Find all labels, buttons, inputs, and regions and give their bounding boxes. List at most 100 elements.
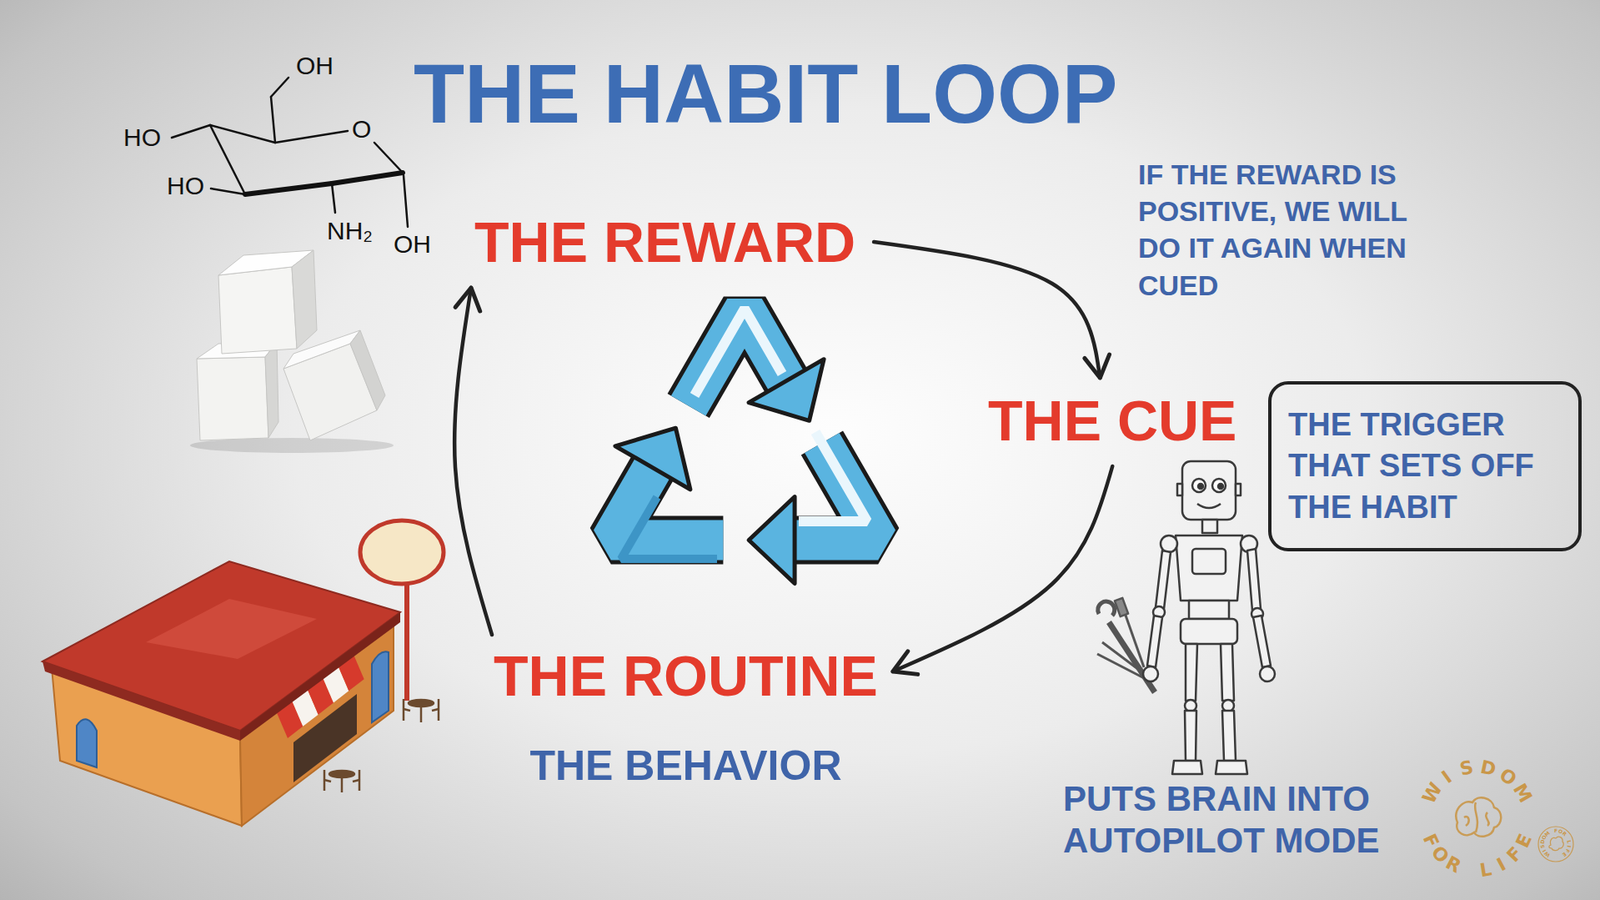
robot-figure: [1185, 643, 1198, 701]
cafe-building: [324, 698, 439, 793]
robot-tools: [1123, 610, 1144, 668]
glucosamine-structure: [374, 142, 403, 173]
robot-figure: [1197, 503, 1221, 508]
recycle-symbol: [694, 308, 783, 396]
sugar-cubes: [265, 341, 279, 438]
watermark-logo: [1549, 836, 1564, 850]
robot-figure: [1182, 461, 1236, 520]
cafe-building: [360, 520, 444, 584]
robot-figure: [1097, 461, 1275, 774]
robot-figure: [1222, 710, 1236, 761]
recycle-symbol: [798, 431, 868, 522]
cafe-building: [240, 611, 401, 741]
cafe-building: [420, 704, 423, 723]
step-description: THE BEHAVIOR: [493, 741, 878, 790]
cafe-building: [145, 598, 317, 659]
cafe-building: [76, 718, 97, 768]
recycle-symbol: [611, 308, 878, 584]
glucosamine-structure: [331, 172, 403, 184]
robot-figure: [1188, 600, 1229, 619]
sugar-cubes: [196, 356, 269, 441]
step-heading: THE REWARD: [474, 209, 856, 275]
cafe-building: [404, 583, 410, 701]
atom-label: OH: [393, 231, 432, 257]
sugar-cubes: [190, 437, 394, 453]
robot-figure: [1202, 519, 1218, 533]
robot-figure: [1218, 483, 1224, 489]
glucosamine-structure: [210, 125, 276, 143]
step-heading: THE CUE: [988, 387, 1237, 453]
recycle-symbol: [615, 359, 824, 584]
cafe-building: [42, 561, 401, 731]
watermark-letter: S: [1453, 754, 1481, 783]
robot-figure: [1180, 618, 1238, 644]
glucosamine-structure: [403, 175, 408, 227]
glucosamine-structure: [171, 77, 408, 227]
cycle-arrow: [892, 466, 1113, 672]
robot-figure: [1192, 478, 1206, 492]
cafe-building: [324, 779, 332, 782]
atom-label: O: [351, 116, 372, 142]
robot-tools: [1114, 597, 1129, 617]
trigger-box: THE TRIGGER THAT SETS OFF THE HABIT: [1268, 381, 1582, 552]
robot-figure: [1212, 478, 1226, 492]
robot-figure: [1143, 666, 1159, 682]
cafe-building: [403, 708, 411, 711]
robot-figure: [1147, 615, 1163, 668]
diagram-title: THE HABIT LOOP: [413, 45, 1118, 142]
robot-figure: [1184, 710, 1197, 761]
robot-figure: [1215, 760, 1248, 774]
cafe-building: [371, 651, 389, 723]
robot-figure: [1155, 550, 1171, 609]
sugar-cubes: [291, 250, 317, 349]
recycle-symbol: [615, 427, 691, 490]
recycle-symbol: [611, 467, 724, 541]
robot-figure: [1192, 548, 1226, 574]
glucosamine-structure: [210, 125, 246, 195]
atom-label: OH: [295, 53, 334, 79]
watermark-logo: [1538, 826, 1574, 862]
robot-figure: [1253, 615, 1271, 668]
cycle-arrow: [873, 241, 1100, 378]
recycle-symbol: [748, 359, 824, 422]
robot-tools: [1098, 601, 1115, 616]
glucosamine-structure: [331, 183, 336, 213]
atom-label: HO: [123, 125, 161, 151]
glucosamine-structure: [210, 188, 246, 195]
routine-step: THE ROUTINE THE BEHAVIOR: [493, 642, 878, 790]
recycle-symbol: [611, 467, 724, 541]
glucosamine-structure: [245, 183, 332, 195]
sugar-cubes: [218, 266, 297, 354]
sugar-cubes: [190, 250, 394, 453]
note-text: IF THE REWARD IS POSITIVE, WE WILL DO IT…: [1138, 155, 1455, 304]
step-heading: THE ROUTINE: [493, 642, 878, 708]
cycle-arrow: [454, 287, 492, 635]
robot-figure: [1247, 548, 1261, 611]
robot-figure: [1175, 535, 1243, 601]
reward-step: THE REWARD: [474, 209, 856, 275]
box-text: THE TRIGGER THAT SETS OFF THE HABIT: [1288, 404, 1562, 528]
cafe-building: [42, 661, 241, 741]
glucosamine-structure: [270, 77, 289, 97]
cafe-building: [352, 779, 360, 782]
watermark-letter: L: [1564, 837, 1573, 846]
recycle-symbol: [748, 496, 795, 584]
recycle-symbol: [611, 308, 878, 559]
atom-label: HO: [166, 173, 205, 199]
robot-figure: [1177, 483, 1183, 496]
robot-figure: [1259, 666, 1275, 682]
robot-figure: [1235, 483, 1241, 496]
watermark-logo: [1455, 797, 1501, 836]
cafe-building: [341, 775, 344, 793]
sugar-cubes: [350, 330, 386, 411]
robot-figure: [1172, 760, 1203, 774]
robot-figure: [1220, 643, 1234, 701]
glucosamine-structure: [171, 125, 211, 138]
glucosamine-structure: [275, 130, 348, 143]
cue-step: THE CUE: [988, 387, 1237, 453]
atom-label: NH₂: [326, 218, 373, 244]
watermark-logo: [1464, 802, 1490, 833]
glucosamine-structure: [270, 96, 276, 143]
